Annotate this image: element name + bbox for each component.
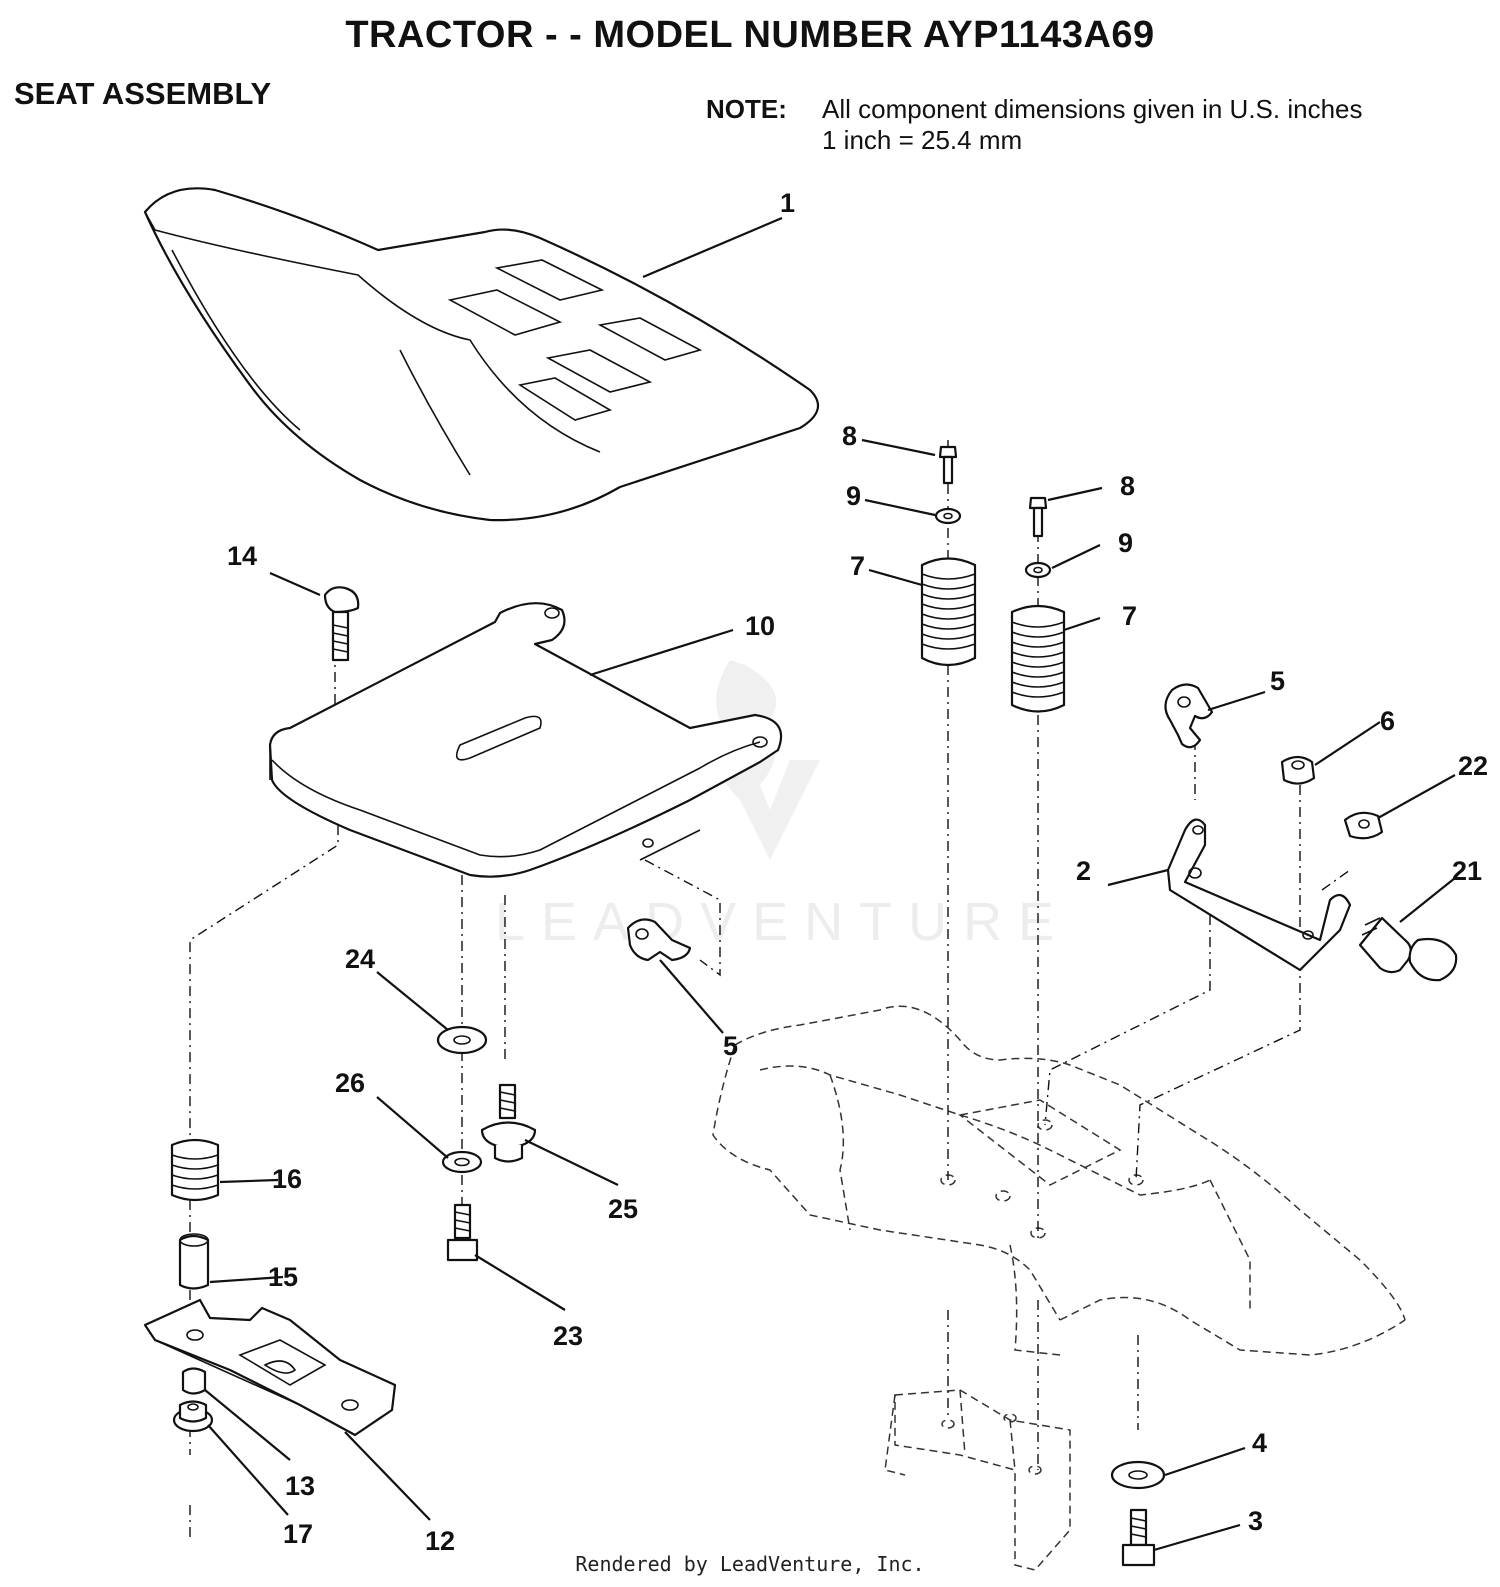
callout-9-a: 9 (846, 481, 861, 511)
callout-24: 24 (345, 944, 375, 974)
callout-7-a: 7 (850, 551, 865, 581)
part-5-clip-top (1164, 683, 1214, 749)
callout-numbers: 1 2 3 4 5 5 5 6 7 7 8 8 9 9 10 12 13 14 … (227, 188, 1488, 1556)
note-line-1: All component dimensions given in U.S. i… (822, 94, 1363, 124)
part-26-lock-washer (441, 1150, 483, 1174)
callout-9-b: 9 (1118, 528, 1133, 558)
part-10-seat-pan (268, 602, 783, 878)
callout-8-b: 8 (1120, 471, 1135, 501)
callout-22: 22 (1458, 751, 1488, 781)
callout-21: 21 (1452, 856, 1482, 886)
callout-16: 16 (272, 1164, 302, 1194)
callout-25: 25 (608, 1194, 638, 1224)
chassis-phantom (712, 1005, 1406, 1571)
part-21-shoulder-bolt (1358, 916, 1458, 982)
callout-12: 12 (425, 1526, 455, 1556)
part-17-flange-nut (172, 1400, 214, 1433)
part-8-bolt-left (938, 445, 958, 485)
part-1-seat (143, 187, 820, 522)
callout-4: 4 (1252, 1428, 1267, 1458)
callout-14: 14 (227, 541, 257, 571)
part-7-spring-right (1010, 604, 1066, 713)
callout-6: 6 (1380, 706, 1395, 736)
page-title: TRACTOR - - MODEL NUMBER AYP1143A69 (345, 14, 1155, 56)
watermark-text: LEADVENTURE (495, 892, 1070, 952)
seat-cushion-pads (447, 259, 703, 421)
part-12-plate (143, 1298, 397, 1437)
part-24-washer (436, 1025, 488, 1055)
part-25-bolt (480, 1083, 537, 1163)
part-7-spring-left (920, 557, 977, 667)
v-logo-icon (720, 760, 820, 860)
part-2-bracket (1166, 818, 1352, 972)
callout-26: 26 (335, 1068, 365, 1098)
note-label: NOTE: (706, 94, 787, 124)
callout-5-b: 5 (723, 1031, 738, 1061)
part-13-bushing (181, 1367, 207, 1395)
callout-23: 23 (553, 1321, 583, 1351)
note-line-2: 1 inch = 25.4 mm (822, 125, 1023, 155)
callout-7-b: 7 (1122, 601, 1137, 631)
callout-10: 10 (745, 611, 775, 641)
section-title: SEAT ASSEMBLY (14, 76, 272, 111)
footer-credit: Rendered by LeadVenture, Inc. (575, 1552, 925, 1576)
part-4-washer (1110, 1460, 1166, 1490)
callout-13: 13 (285, 1471, 315, 1501)
part-3-hex-bolt (1121, 1508, 1156, 1567)
callout-2: 2 (1076, 856, 1091, 886)
part-14-carriage-bolt (323, 586, 360, 662)
callout-1: 1 (780, 188, 795, 218)
assembly-center-lines (189, 440, 1351, 1540)
part-8-bolt-right (1028, 496, 1048, 538)
part-23-hex-bolt (446, 1203, 479, 1262)
callout-8-a: 8 (842, 421, 857, 451)
callout-17: 17 (283, 1519, 313, 1549)
callout-3: 3 (1248, 1506, 1263, 1536)
leader-lines (204, 216, 1456, 1552)
part-9-washer-right (1024, 561, 1052, 579)
part-5-clip-middle (626, 918, 692, 962)
callout-15: 15 (268, 1262, 298, 1292)
part-15-bushing (178, 1233, 210, 1290)
part-6-nut (1280, 755, 1316, 785)
part-16-spring (170, 1138, 220, 1202)
part-9-washer-left (934, 507, 962, 525)
callout-5-a: 5 (1270, 666, 1285, 696)
part-22-nut (1343, 811, 1384, 840)
